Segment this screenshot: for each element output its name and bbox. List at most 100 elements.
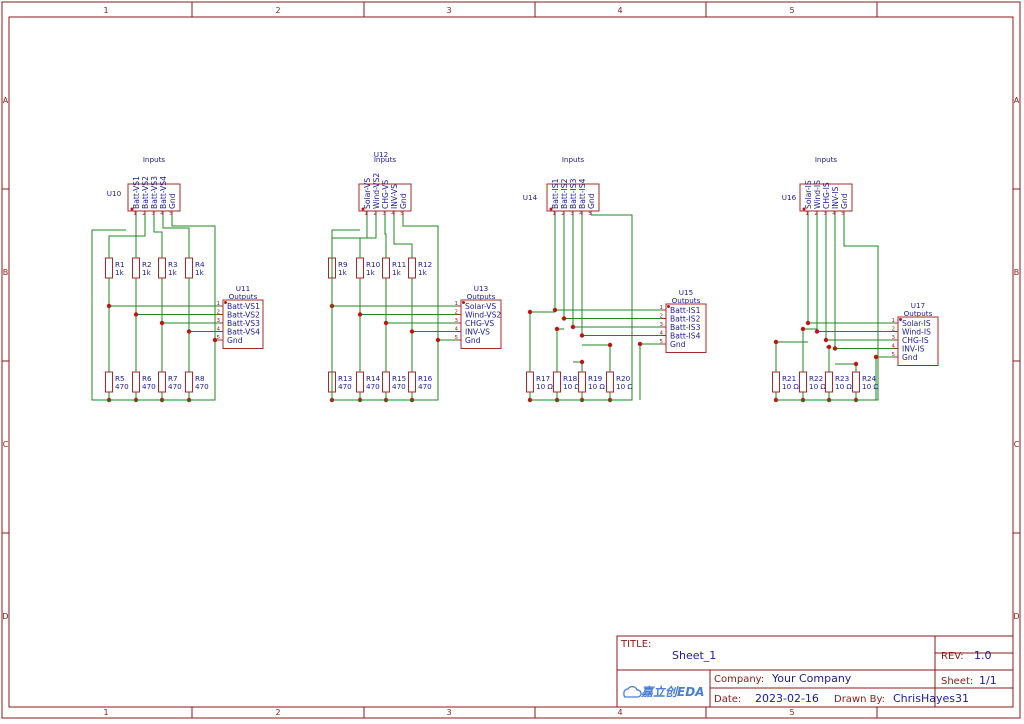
pin-number: 3 (823, 211, 827, 217)
pin1-marker (549, 207, 553, 211)
wire (393, 215, 413, 258)
pin1-marker (899, 318, 902, 321)
zone-column-label: 3 (446, 6, 451, 15)
resistor-body (132, 371, 140, 393)
resistor-value: 10 Ω (782, 382, 799, 391)
junction (832, 346, 838, 351)
wire (109, 215, 216, 401)
resistor-body (158, 371, 166, 393)
resistor-ref: R3 (168, 260, 178, 269)
resistor-body (132, 257, 140, 279)
pin-number: 2 (892, 327, 896, 333)
pin1-marker (462, 301, 465, 304)
resistor-body (825, 371, 833, 393)
connector-ref: U15 (679, 288, 693, 297)
junction (212, 337, 218, 343)
resistor-value: 10 Ω (588, 382, 605, 391)
pin-label: INV-VS (390, 184, 399, 209)
connector-ref: U10 (107, 189, 122, 198)
circuit-block: Inputs1Batt-VS12Batt-VS23Batt-VS34Batt-V… (91, 155, 264, 403)
drawn-by-label: Drawn By: (834, 694, 885, 705)
wire (108, 215, 137, 258)
junction (357, 312, 363, 317)
resistor-value: 1k (142, 268, 152, 277)
zone-column-label: 2 (275, 708, 280, 717)
resistor-body (105, 257, 113, 279)
connector-ref: U13 (474, 284, 488, 293)
pin-label: Wind-IS (813, 180, 822, 209)
pin-number: 1 (364, 211, 368, 217)
junction (383, 320, 389, 326)
pin-label: Batt-VS1 (132, 176, 141, 209)
wire (835, 363, 857, 372)
wire (776, 215, 879, 401)
pin-label: Batt-VS2 (227, 311, 260, 320)
resistor-ref: R23 (835, 374, 849, 383)
pin1-marker (802, 207, 806, 211)
pin-label: Batt-IS2 (560, 178, 569, 209)
junction (133, 312, 139, 317)
resistor-ref: R24 (862, 374, 877, 383)
wire (639, 343, 662, 400)
rev-label: REV: (941, 651, 964, 662)
pin-label: Solar-VS (465, 302, 496, 311)
pin-number: 5 (400, 211, 404, 217)
pin-number: 1 (892, 318, 896, 324)
pin-label: Batt-IS3 (569, 178, 578, 209)
title-block: TITLE: Sheet_1 REV: 1.0 Company: Your Co… (616, 635, 1014, 708)
circuits: Inputs1Batt-VS12Batt-VS23Batt-VS34Batt-V… (91, 150, 939, 403)
wire (582, 344, 611, 372)
junction (826, 344, 832, 350)
resistor-value: 470 (338, 382, 352, 391)
pin-label: Batt-IS1 (551, 178, 560, 209)
circuit-block: Inputs1Solar-IS2Wind-IS3CHG-IS4INV-IS5Gn… (772, 155, 939, 403)
pin-label: CHG-IS (822, 182, 831, 209)
pin-number: 2 (455, 310, 459, 316)
pin-number: 2 (814, 211, 818, 217)
pin-number: 4 (579, 211, 583, 217)
date-value: 2023-02-16 (755, 692, 819, 705)
resistor-ref: R20 (616, 374, 631, 383)
resistor-body (772, 371, 780, 393)
connector-ref: U16 (782, 193, 797, 202)
pin-number: 3 (455, 318, 459, 324)
resistor-ref: R21 (782, 374, 796, 383)
pin-number: 3 (151, 211, 155, 217)
resistor-ref: R4 (195, 260, 205, 269)
wire (91, 229, 126, 401)
pin-label: Gnd (168, 193, 177, 209)
pin-number: 2 (561, 211, 565, 217)
pin-number: 5 (892, 352, 896, 358)
circuit-block: Inputs1Batt-IS12Batt-IS23Batt-IS34Batt-I… (523, 155, 707, 403)
pin-label: Batt-VS4 (159, 176, 168, 209)
pin-number: 5 (217, 335, 221, 341)
resistor-value: 10 Ω (563, 382, 580, 391)
pin1-marker (361, 207, 365, 211)
resistor-value: 470 (366, 382, 380, 391)
pin-number: 1 (217, 301, 221, 307)
resistor-body (158, 257, 166, 279)
pin-label: Wind-IS (902, 328, 931, 337)
logo-text: 嘉立创EDA (640, 685, 704, 699)
resistor-ref: R8 (195, 374, 205, 383)
wire (556, 328, 564, 372)
junction (800, 326, 806, 332)
resistor-ref: R10 (366, 260, 381, 269)
resistor-value: 10 Ω (809, 382, 826, 391)
resistor-ref: R14 (366, 374, 381, 383)
resistor-ref: R15 (392, 374, 406, 383)
resistor-value: 1k (366, 268, 376, 277)
pin-number: 2 (373, 211, 377, 217)
pin1-marker (224, 301, 227, 304)
pin-label: Gnd (399, 193, 408, 209)
resistor-value: 1k (338, 268, 348, 277)
